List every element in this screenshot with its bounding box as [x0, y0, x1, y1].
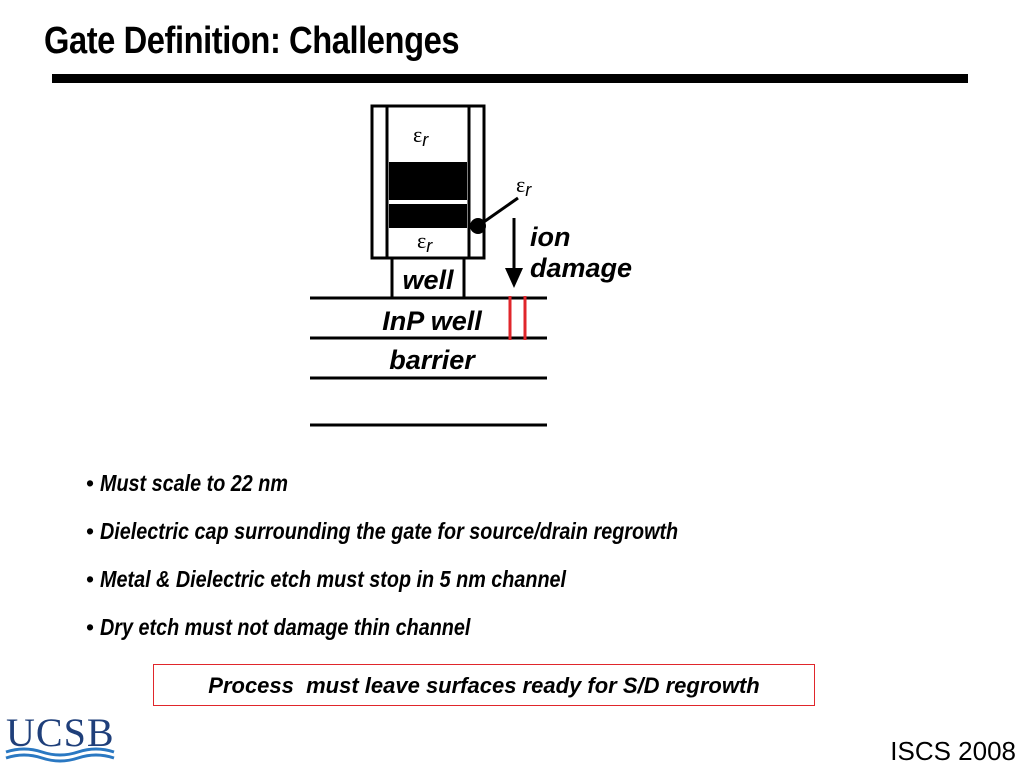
- bullet-list: •Must scale to 22 nm •Dielectric cap sur…: [86, 470, 772, 662]
- right-sidewall-spacer: [467, 104, 486, 260]
- epsilon-label-sidewall: εr: [516, 172, 532, 200]
- callout-box: Process must leave surfaces ready for S/…: [153, 664, 815, 706]
- left-sidewall-spacer: [370, 104, 389, 260]
- inp-well-label: InP well: [382, 306, 482, 336]
- footer-conference-label: ISCS 2008: [890, 736, 1016, 766]
- bullet-item: •Dielectric cap surrounding the gate for…: [86, 518, 679, 544]
- damage-label: damage: [530, 253, 632, 283]
- title-underline: [52, 74, 968, 83]
- epsilon-pointer-line: [477, 196, 519, 228]
- gate-metal-lower: [389, 204, 467, 228]
- well-label: well: [402, 265, 454, 295]
- gate-metal-upper: [389, 162, 467, 200]
- bullet-item: •Dry etch must not damage thin channel: [86, 614, 471, 640]
- barrier-label: barrier: [389, 345, 476, 375]
- ion-arrow-head: [505, 268, 523, 288]
- ion-label: ion: [530, 222, 571, 252]
- slide-title: Gate Definition: Challenges: [44, 20, 460, 62]
- bullet-item: •Metal & Dielectric etch must stop in 5 …: [86, 566, 567, 592]
- epsilon-label-top: εr: [413, 122, 429, 150]
- epsilon-label-bottom: εr: [417, 228, 433, 256]
- ucsb-logo: UCSB: [5, 710, 115, 763]
- epsilon-pointer-dot: [470, 218, 486, 234]
- bullet-item: •Must scale to 22 nm: [86, 470, 289, 496]
